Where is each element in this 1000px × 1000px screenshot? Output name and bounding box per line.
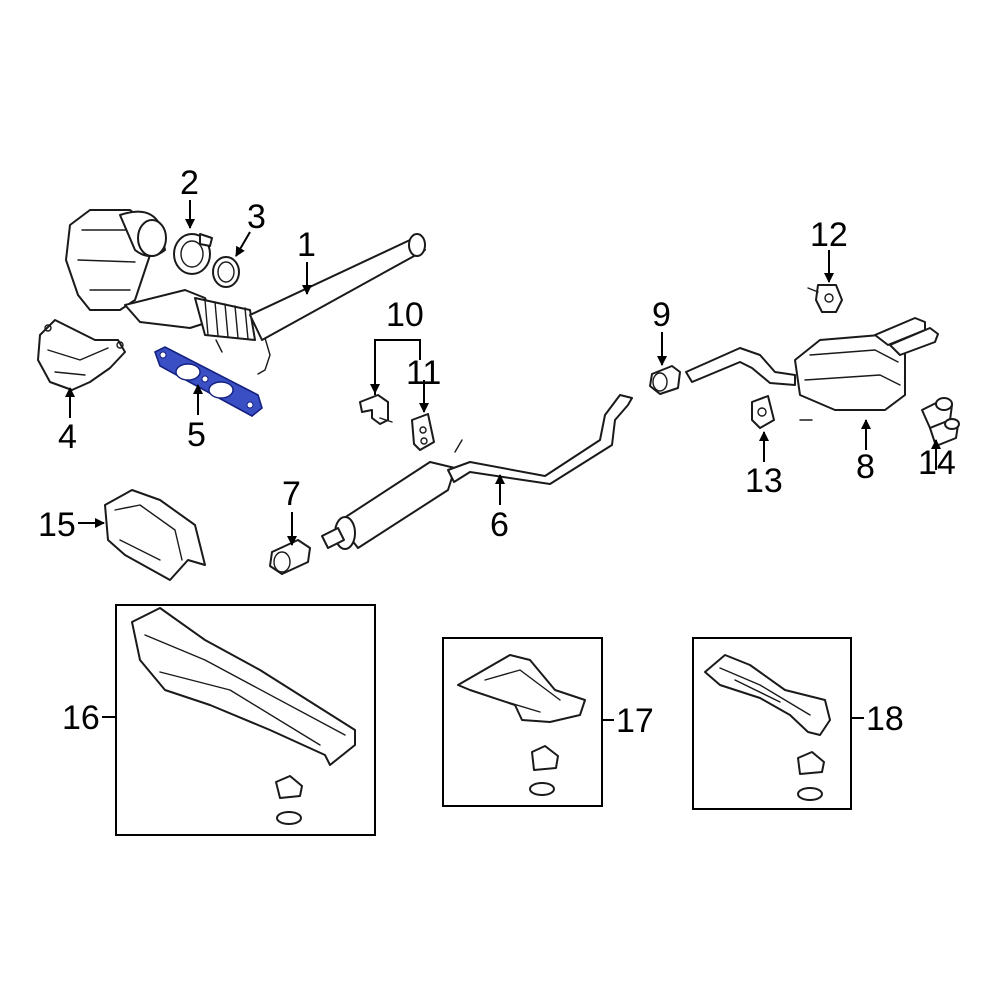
callout-numbers: 1 2 3 4 5 6 7 8 9 10 11 12 13 14 15 16 1… [38,164,956,740]
part-12-hanger[interactable] [807,284,843,313]
part-18-heat-shield-kit[interactable] [692,637,852,810]
callout-4: 4 [58,418,77,456]
callout-16: 16 [62,699,100,737]
callout-8: 8 [856,448,875,486]
callout-6: 6 [490,506,509,544]
part-1-front-pipe-converter[interactable] [65,209,426,375]
callout-18: 18 [866,700,904,738]
part-16-heat-shield-kit[interactable] [115,604,376,836]
part-10-bracket[interactable] [359,394,393,425]
leader-lines [65,200,941,721]
part-2-clamp[interactable] [173,233,213,275]
callout-5: 5 [187,416,206,454]
callout-12: 12 [810,216,848,254]
part-6-middle-pipe-resonator[interactable] [321,394,633,550]
callout-9: 9 [652,296,671,334]
part-15-heat-shield[interactable] [104,489,206,581]
callout-11: 11 [406,354,441,392]
callout-3: 3 [247,198,266,236]
part-3-gasket[interactable] [212,256,240,288]
part-11-hanger[interactable] [411,413,435,451]
part-9-clamp[interactable] [649,365,681,395]
part-7-clamp[interactable] [269,539,311,575]
callout-1: 1 [297,226,316,264]
callout-14: 14 [918,444,956,482]
part-8-rear-muffler[interactable] [685,317,939,421]
callout-17: 17 [616,702,654,740]
callout-2: 2 [180,164,199,202]
callout-10: 10 [386,296,424,334]
part-13-hanger[interactable] [751,395,775,429]
part-5-flange-gasket[interactable] [154,346,263,417]
callout-7: 7 [282,475,301,513]
callout-13: 13 [745,462,783,500]
part-4-heat-shield[interactable] [37,319,126,391]
callout-15: 15 [38,506,76,544]
part-14-tailpipe-tips[interactable] [921,397,960,447]
part-17-heat-shield-kit[interactable] [442,637,603,807]
